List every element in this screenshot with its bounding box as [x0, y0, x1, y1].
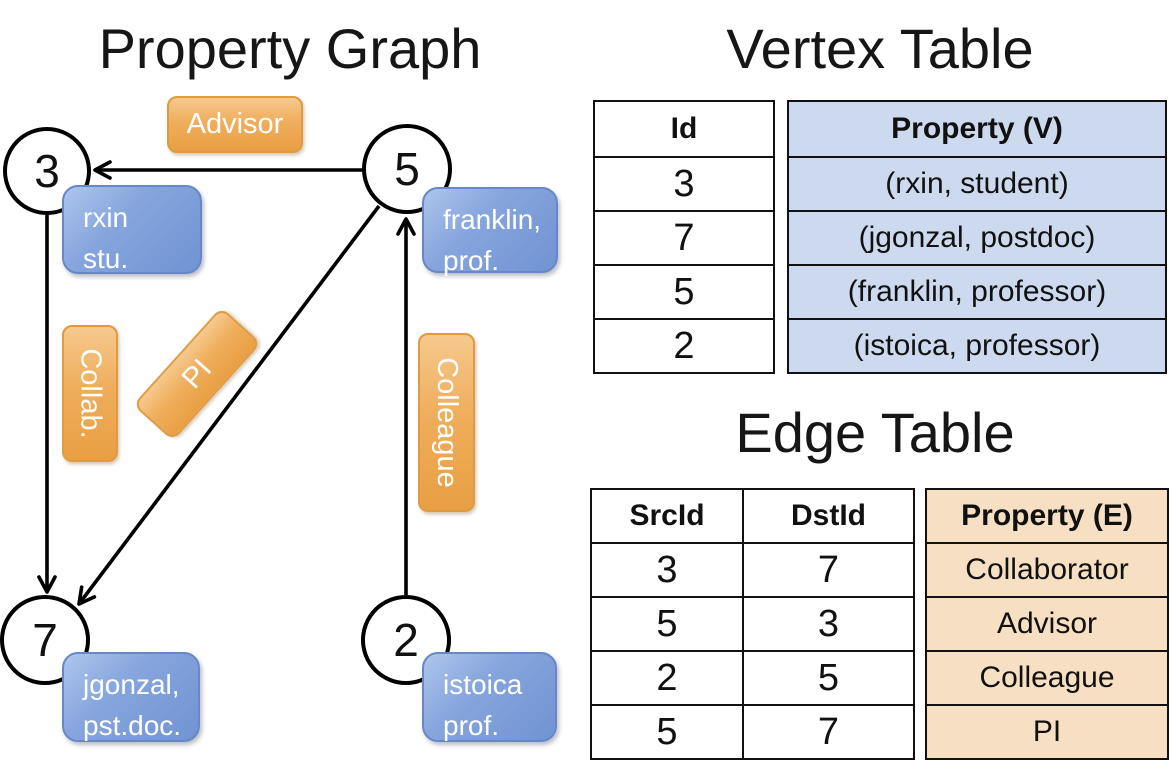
- edge-label-collab: Collab.: [62, 325, 118, 462]
- vertex-table-property-header: Property (V): [787, 100, 1167, 158]
- vertex-table-id-header: Id: [593, 100, 775, 158]
- edge-label-advisor: Advisor: [167, 96, 303, 153]
- edge-table-title: Edge Table: [735, 401, 1015, 464]
- vertex-property-box-istoica: istoica prof.: [422, 652, 557, 742]
- edge-table-dst-cell: 7: [742, 704, 915, 760]
- node-id-label: 2: [393, 614, 419, 666]
- edge-label-text: Collab.: [74, 348, 107, 439]
- edge-table-src-cell: 5: [590, 596, 744, 652]
- vertex-table-id-cell: 7: [593, 210, 775, 266]
- edge-table-srcid-header: SrcId: [590, 488, 744, 544]
- edge-table-dstid-header: DstId: [742, 488, 915, 544]
- edge-table-src-cell: 3: [590, 542, 744, 598]
- graph-node-5: 5: [362, 124, 452, 214]
- vertex-table-property-cell: (franklin, professor): [787, 264, 1167, 320]
- edge-label-pi: PI: [132, 306, 262, 442]
- vertex-table-property-cell: (istoica, professor): [787, 318, 1167, 374]
- edge-table-property-cell: Advisor: [925, 596, 1169, 652]
- edge-label-colleague: Colleague: [418, 333, 475, 512]
- vertex-table-id-column: Id 3 7 5 2: [593, 100, 775, 374]
- edge-table-dst-cell: 7: [742, 542, 915, 598]
- edge-table-src-dst-columns: SrcId DstId 3 7 5 3 2 5 5 7: [590, 488, 915, 760]
- edge-label-text: PI: [175, 352, 218, 395]
- vertex-property-line: prof.: [443, 710, 500, 741]
- vertex-table-property-cell: (rxin, student): [787, 156, 1167, 212]
- edge-table-src-cell: 5: [590, 704, 744, 760]
- vertex-table-id-cell: 2: [593, 318, 775, 374]
- vertex-property-line: rxin: [83, 202, 129, 233]
- edge-table-property-cell: Collaborator: [925, 542, 1169, 598]
- vertex-table-property-cell: (jgonzal, postdoc): [787, 210, 1167, 266]
- edge-table-property-cell: Colleague: [925, 650, 1169, 706]
- property-graph-title: Property Graph: [98, 17, 482, 80]
- node-id-label: 7: [32, 614, 58, 666]
- vertex-property-box-rxin: rxin stu.: [62, 185, 202, 274]
- edge-table-property-header: Property (E): [925, 488, 1169, 544]
- vertex-table-property-column: Property (V) (rxin, student) (jgonzal, p…: [787, 100, 1167, 374]
- vertex-property-box-franklin: franklin, prof.: [422, 187, 558, 276]
- vertex-property-line: prof.: [443, 245, 500, 276]
- graph-node-3: 3: [3, 127, 91, 215]
- vertex-property-line: stu.: [83, 243, 129, 274]
- vertex-table-id-cell: 5: [593, 264, 775, 320]
- vertex-property-line: jgonzal,: [83, 669, 180, 700]
- edge-label-text: Colleague: [431, 357, 464, 488]
- edge-label-text: Advisor: [186, 108, 284, 140]
- edge-table-dst-cell: 5: [742, 650, 915, 706]
- node-id-label: 5: [394, 143, 420, 195]
- node-id-label: 3: [34, 145, 60, 197]
- vertex-table-id-cell: 3: [593, 156, 775, 212]
- edge-table-src-cell: 2: [590, 650, 744, 706]
- edge-table-property-column: Property (E) Collaborator Advisor Collea…: [925, 488, 1169, 760]
- edge-table-dst-cell: 3: [742, 596, 915, 652]
- vertex-table-title: Vertex Table: [726, 17, 1034, 80]
- vertex-property-box-jgonzal: jgonzal, pst.doc.: [62, 652, 200, 742]
- edge-table-property-cell: PI: [925, 704, 1169, 760]
- vertex-property-line: franklin,: [443, 204, 542, 235]
- vertex-property-line: pst.doc.: [83, 710, 182, 741]
- vertex-property-line: istoica: [443, 669, 523, 700]
